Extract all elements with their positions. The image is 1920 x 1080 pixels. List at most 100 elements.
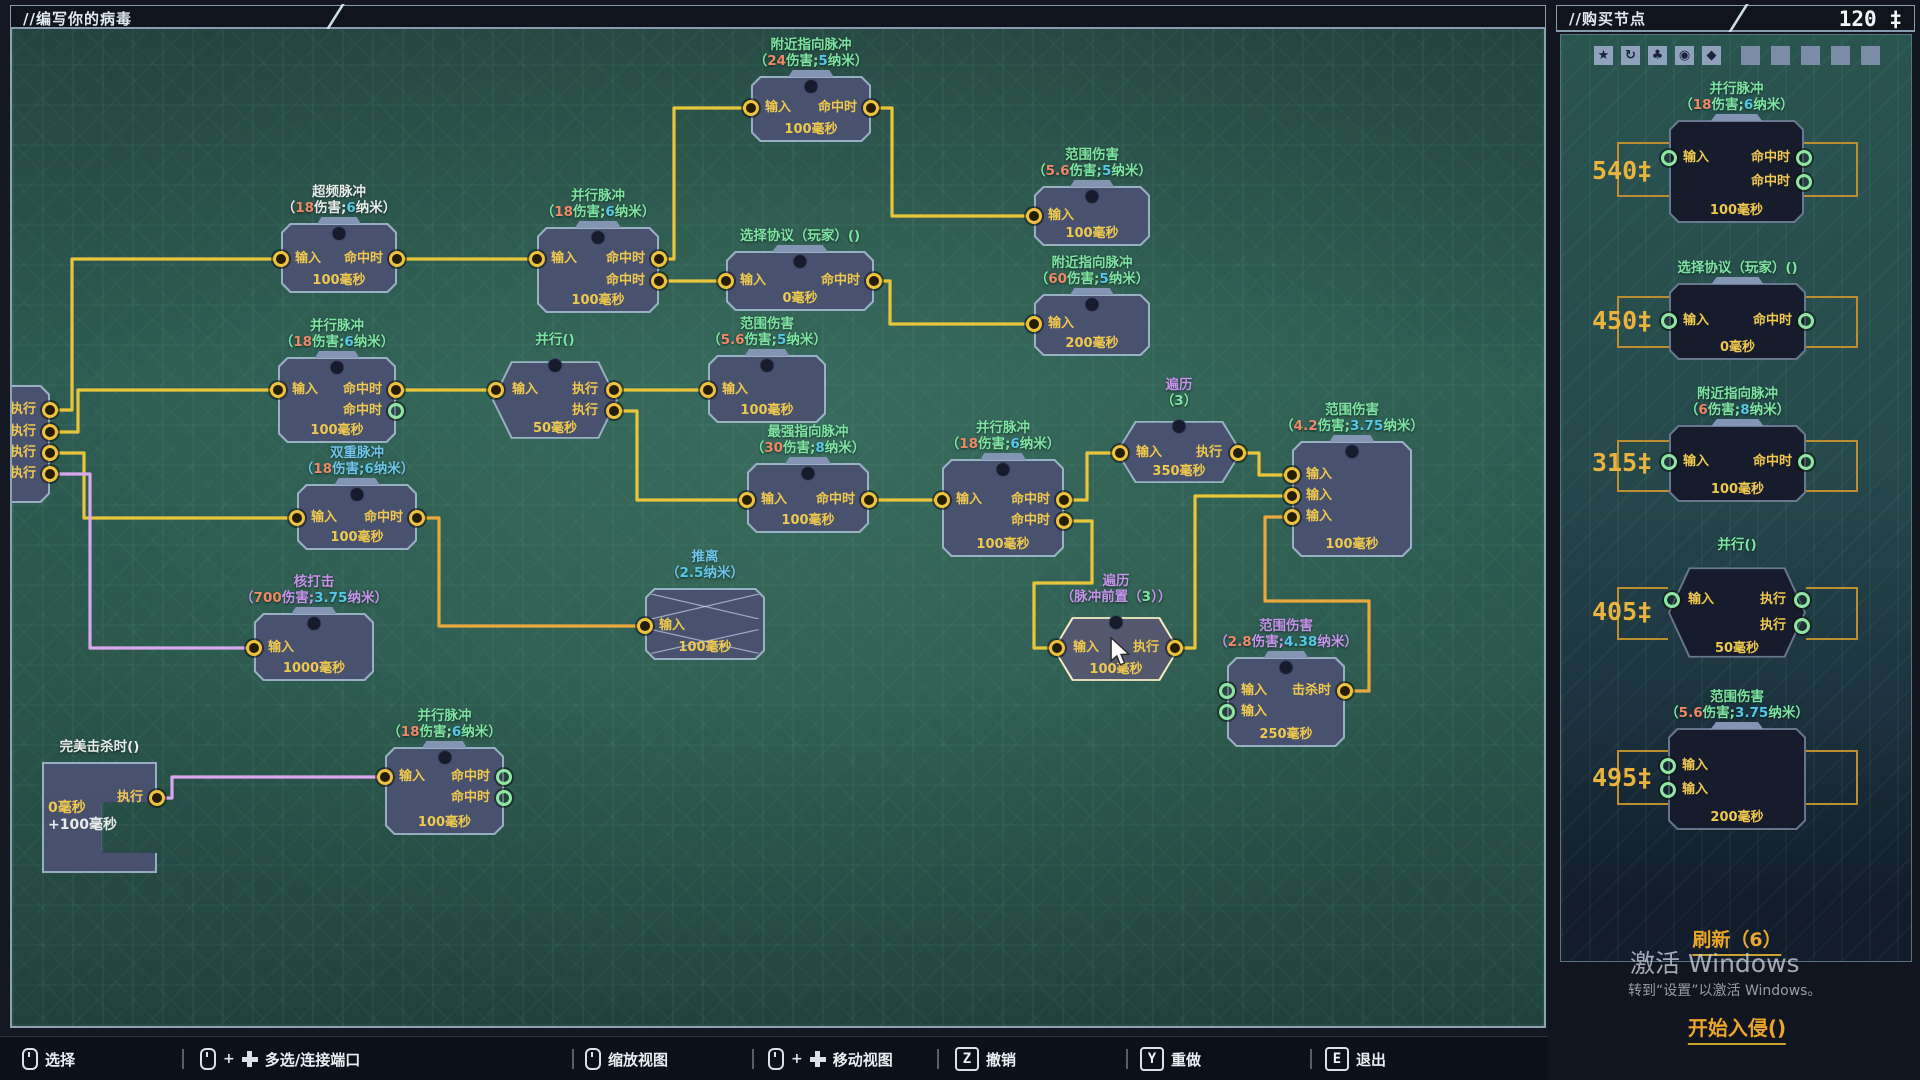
node-label: 遍历（脉冲前置（3）） — [1060, 573, 1172, 605]
port-输入[interactable] — [1284, 467, 1300, 483]
port-输入[interactable] — [718, 273, 734, 289]
plant-icon[interactable]: ♣ — [1648, 46, 1667, 65]
port-命中时[interactable] — [496, 790, 512, 806]
port-命中时[interactable] — [409, 510, 425, 526]
refresh-button[interactable]: 刷新（6） — [1692, 925, 1782, 956]
port-命中时[interactable] — [388, 403, 404, 419]
port-执行[interactable] — [1167, 640, 1183, 656]
port-命中时[interactable] — [1056, 513, 1072, 529]
duration-label: 100毫秒 — [1709, 203, 1764, 218]
port-命中时[interactable] — [861, 492, 877, 508]
port-命中时[interactable] — [1056, 492, 1072, 508]
port-输入[interactable] — [377, 769, 393, 785]
port-命中时[interactable] — [389, 251, 405, 267]
port-命中时[interactable] — [1796, 150, 1812, 166]
port-label: 命中时 — [605, 251, 645, 266]
port-命中时[interactable] — [863, 100, 879, 116]
port-输入[interactable] — [488, 382, 504, 398]
port-输入[interactable] — [1026, 316, 1042, 332]
port-输入[interactable] — [1219, 704, 1235, 720]
port-命中时[interactable] — [1798, 313, 1814, 329]
port-输入[interactable] — [700, 382, 716, 398]
port-命中时[interactable] — [651, 273, 667, 289]
shop-item-price[interactable]: 450‡ — [1592, 305, 1653, 335]
port-输入[interactable] — [246, 640, 262, 656]
port-输入[interactable] — [1284, 488, 1300, 504]
port-命中时[interactable] — [1798, 454, 1814, 470]
port-label: 执行 — [1132, 640, 1159, 655]
port-执行[interactable] — [42, 445, 58, 461]
port-输入[interactable] — [1026, 208, 1042, 224]
port-输入[interactable] — [637, 618, 653, 634]
port-输入[interactable] — [1112, 445, 1128, 461]
port-执行[interactable] — [1230, 445, 1246, 461]
port-输入[interactable] — [1661, 454, 1677, 470]
port-输入[interactable] — [743, 100, 759, 116]
port-命中时[interactable] — [496, 769, 512, 785]
port-输入[interactable] — [1049, 640, 1065, 656]
port-输入[interactable] — [529, 251, 545, 267]
port-命中时[interactable] — [651, 251, 667, 267]
port-执行[interactable] — [1794, 592, 1810, 608]
shop-item-price[interactable]: 405‡ — [1592, 596, 1653, 626]
port-命中时[interactable] — [866, 273, 882, 289]
start-intrusion-button[interactable]: 开始入侵() — [1687, 1012, 1787, 1045]
port-命中时[interactable] — [388, 382, 404, 398]
shop-item-price[interactable]: 540‡ — [1592, 155, 1653, 185]
gem-icon[interactable]: ◆ — [1702, 46, 1721, 65]
port-输入[interactable] — [1660, 758, 1676, 774]
swirl-icon[interactable]: ↻ — [1621, 46, 1640, 65]
port-执行[interactable] — [606, 382, 622, 398]
port-执行[interactable] — [42, 466, 58, 482]
port-输入[interactable] — [934, 492, 950, 508]
node-edge-node-clipped[interactable]: 执行执行执行执行 — [12, 385, 58, 503]
port-输入[interactable] — [289, 510, 305, 526]
port-输入[interactable] — [1661, 313, 1677, 329]
bird-icon[interactable]: ★ — [1594, 46, 1613, 65]
port-击杀时[interactable] — [1337, 683, 1353, 699]
port-输入[interactable] — [739, 492, 755, 508]
virus-icon — [1171, 419, 1187, 434]
shop-item-price[interactable]: 315‡ — [1592, 447, 1653, 477]
port-执行[interactable] — [1794, 618, 1810, 634]
port-输入[interactable] — [1219, 683, 1235, 699]
port-执行[interactable] — [606, 403, 622, 419]
port-输入[interactable] — [1661, 150, 1677, 166]
spiral-icon[interactable]: ◉ — [1675, 46, 1694, 65]
port-输入[interactable] — [1664, 592, 1680, 608]
port-输入[interactable] — [1284, 509, 1300, 525]
port-命中时[interactable] — [1796, 174, 1812, 190]
port-执行[interactable] — [42, 424, 58, 440]
port-执行[interactable] — [42, 402, 58, 418]
port-输入[interactable] — [273, 251, 289, 267]
port-执行[interactable] — [149, 790, 165, 806]
shop-item-price[interactable]: 495‡ — [1592, 763, 1653, 792]
port-输入[interactable] — [270, 382, 286, 398]
port-输入[interactable] — [1660, 782, 1676, 798]
